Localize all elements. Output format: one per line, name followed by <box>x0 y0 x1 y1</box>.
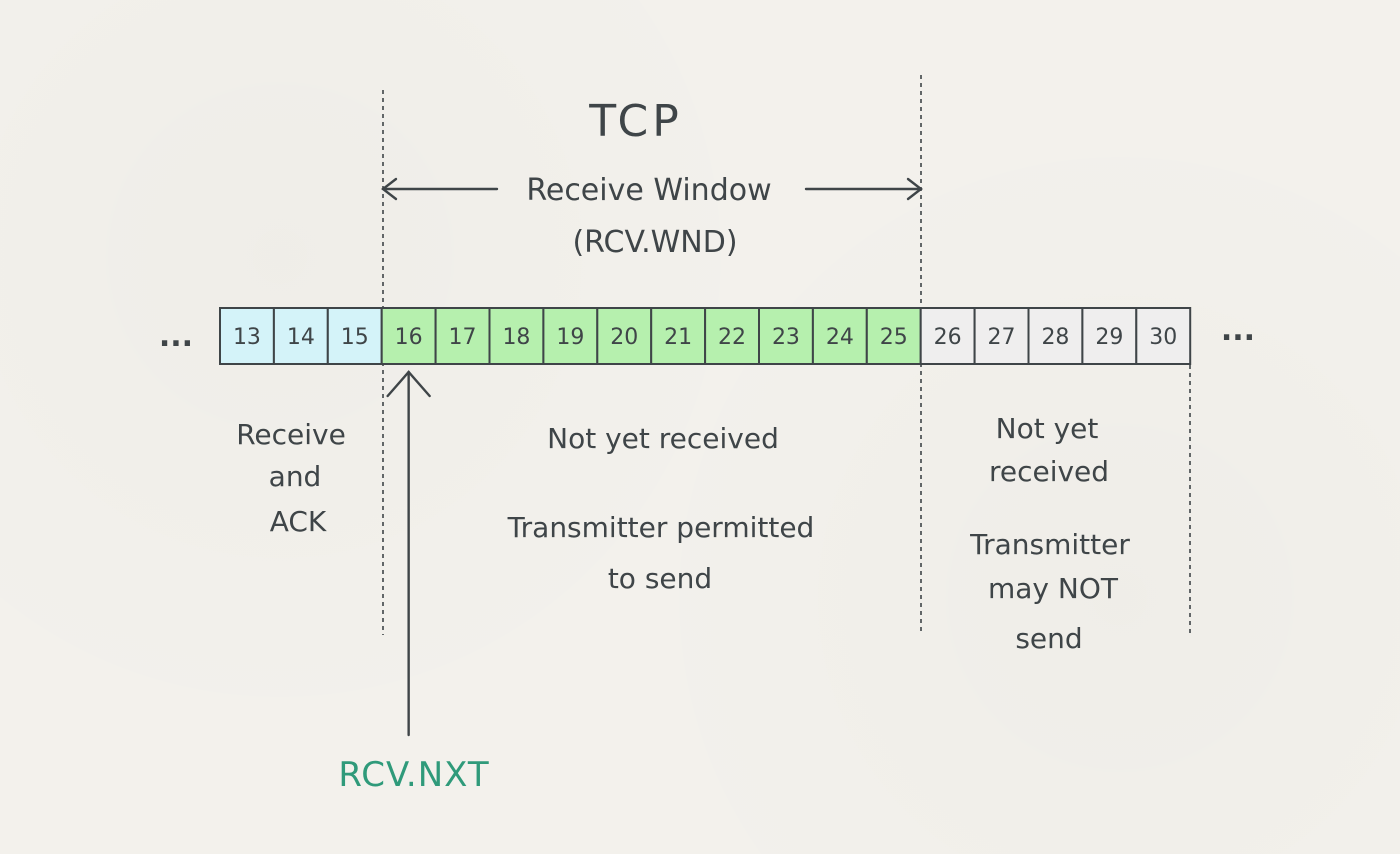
sequence-cell-label: 29 <box>1095 325 1123 350</box>
sequence-cell-label: 22 <box>718 325 746 350</box>
sequence-cell-label: 17 <box>449 325 477 350</box>
sequence-cell-21 <box>650 307 707 365</box>
sequence-cell-label: 27 <box>988 325 1016 350</box>
sequence-cell-label: 24 <box>826 325 854 350</box>
sequence-cell-17 <box>434 307 491 365</box>
outside-permission-line-2: may NOT <box>988 572 1119 605</box>
sequence-cell-19 <box>542 307 599 365</box>
sequence-cell-20 <box>596 307 653 365</box>
region-outside-description: Not yet received Transmitter may NOT sen… <box>969 412 1130 655</box>
rcv-nxt-label: RCV.NXT <box>338 755 489 795</box>
outside-permission-line-1: Transmitter <box>969 528 1130 561</box>
region-acked-description: Receive and ACK <box>236 418 346 538</box>
window-permission-line-1: Transmitter permitted <box>507 511 815 544</box>
sequence-cell-13 <box>219 307 275 365</box>
sequence-cell-label: 28 <box>1041 325 1069 350</box>
receive-window-span-arrow <box>381 177 923 201</box>
sequence-cell-label: 23 <box>772 325 800 350</box>
sequence-cell-29 <box>1081 307 1138 365</box>
region-window-description: Not yet received Transmitter permitted t… <box>507 422 815 595</box>
ellipsis-left: ... <box>159 319 193 354</box>
outside-status-line-1: Not yet <box>996 412 1099 445</box>
acked-line-2: and <box>269 460 322 493</box>
sequence-cell-label: 25 <box>880 325 908 350</box>
sequence-cell-15 <box>326 307 383 365</box>
sequence-cell-label: 13 <box>233 325 261 350</box>
sequence-cell-23 <box>758 307 814 365</box>
sequence-cell-label: 18 <box>502 325 530 350</box>
receive-window-abbrev: (RCV.WND) <box>572 225 737 260</box>
sequence-cell-27 <box>973 307 1030 365</box>
outside-permission-line-3: send <box>1015 622 1082 655</box>
rcv-nxt-pointer-arrow <box>386 370 431 737</box>
sequence-cell-label: 21 <box>664 325 692 350</box>
acked-line-3: ACK <box>270 505 327 538</box>
sequence-cell-label: 14 <box>287 325 315 350</box>
sequence-cell-label: 26 <box>934 325 962 350</box>
sequence-cell-22 <box>704 307 760 365</box>
sequence-cell-label: 20 <box>610 325 638 350</box>
sequence-cell-label: 30 <box>1149 325 1177 350</box>
sequence-cell-label: 19 <box>556 325 584 350</box>
ellipsis-right: ... <box>1221 313 1255 348</box>
outside-status-line-2: received <box>989 455 1109 488</box>
diagram-title: TCP <box>588 96 683 147</box>
receive-window-label: Receive Window <box>526 173 771 208</box>
window-status: Not yet received <box>547 422 779 455</box>
sequence-number-cells: 13 14 15 16 17 18 19 20 21 22 23 24 25 26 27 28 29 30 <box>219 307 1192 365</box>
sequence-cell-28 <box>1027 307 1084 365</box>
sequence-cell-label: 16 <box>395 325 423 350</box>
sequence-cell-30 <box>1135 307 1192 365</box>
sequence-cell-16 <box>380 307 437 365</box>
window-permission-line-2: to send <box>608 562 712 595</box>
sequence-cell-18 <box>488 307 545 365</box>
sequence-cell-label: 15 <box>341 325 369 350</box>
sequence-cell-24 <box>811 307 868 365</box>
acked-line-1: Receive <box>236 418 346 451</box>
